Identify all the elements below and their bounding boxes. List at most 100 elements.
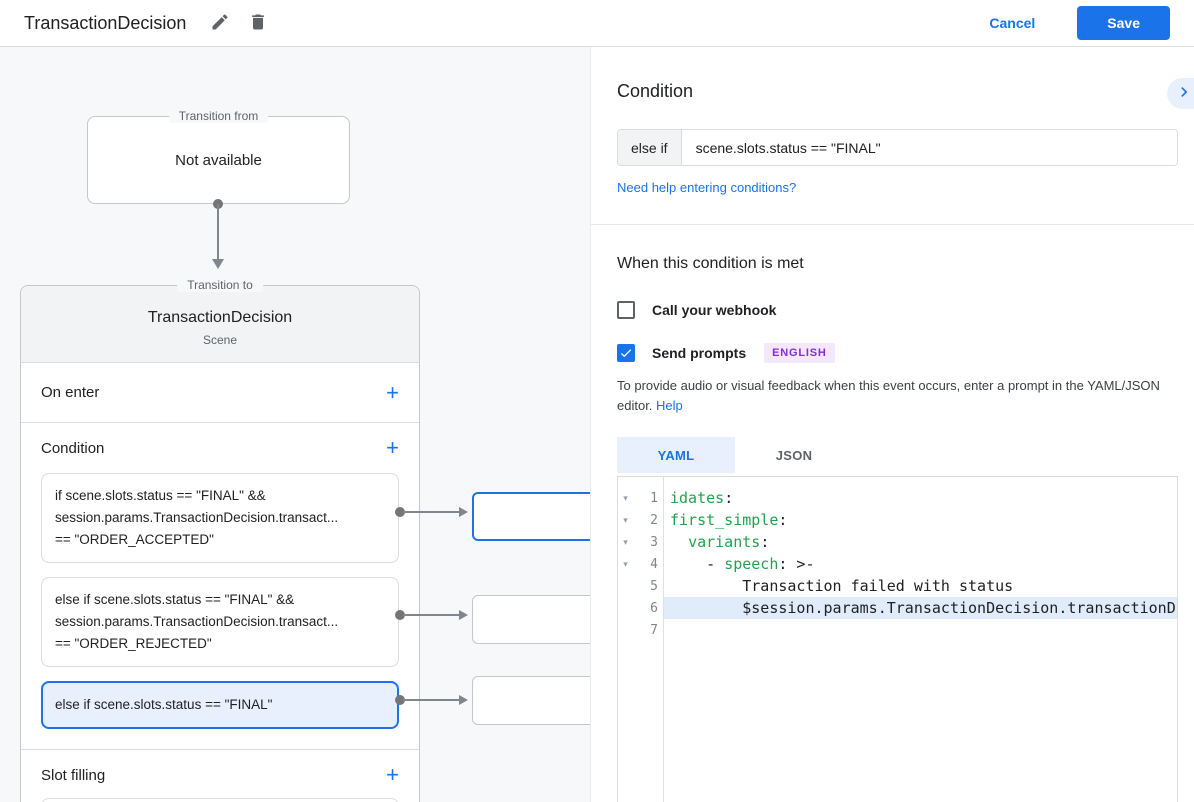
connector-dot: [395, 610, 405, 620]
line-number: 4: [650, 556, 658, 572]
condition-card-list: if scene.slots.status == "FINAL" &&sessi…: [21, 473, 419, 729]
gutter-row: 7: [618, 619, 663, 641]
condition-text-line: else if scene.slots.status == "FINAL" &&: [55, 592, 295, 607]
code-segment: [670, 533, 688, 551]
send-prompts-row: Send prompts ENGLISH: [617, 343, 1178, 363]
connector-dot: [395, 507, 405, 517]
code-line[interactable]: first_simple:: [664, 509, 1177, 531]
tab-yaml[interactable]: YAML: [617, 437, 735, 473]
line-number: 1: [650, 490, 658, 506]
check-icon: [620, 349, 632, 358]
page-title: TransactionDecision: [24, 12, 187, 33]
code-segment: $session.params.TransactionDecision.tran…: [670, 599, 1176, 617]
webhook-checkbox[interactable]: [617, 301, 635, 319]
code-segment: Transaction failed with status: [670, 577, 1014, 595]
code-segment: :: [778, 511, 788, 529]
send-prompts-label: Send prompts: [652, 345, 747, 361]
arrowhead-down-icon: [212, 259, 224, 269]
tab-json[interactable]: JSON: [775, 447, 813, 463]
connector-line: [403, 614, 460, 616]
code-segment: :: [760, 533, 770, 551]
scene-card-header[interactable]: TransactionDecision Scene: [21, 286, 419, 363]
code-line[interactable]: idates:: [664, 487, 1177, 509]
code-line[interactable]: $session.params.TransactionDecision.tran…: [664, 597, 1177, 619]
delete-scene-button[interactable]: [248, 12, 268, 35]
code-segment: :: [724, 489, 734, 507]
send-prompts-checkbox[interactable]: [617, 344, 635, 362]
slot-filling-section-title: Slot filling: [41, 766, 106, 784]
fold-arrow-icon[interactable]: ▾: [623, 558, 628, 569]
panel-title: Condition: [617, 81, 694, 101]
condition-header-section: Condition else if Need help entering con…: [591, 47, 1194, 225]
slot-validation-card[interactable]: Slot validation: [41, 798, 399, 802]
scene-type: Scene: [202, 333, 238, 347]
code-line[interactable]: - speech: >-: [664, 553, 1177, 575]
gutter-row: 5: [618, 575, 663, 597]
gutter-row: ▾2: [618, 509, 663, 531]
target-scene-box[interactable]: [472, 676, 590, 725]
fold-arrow-icon[interactable]: ▾: [623, 492, 628, 503]
add-on-enter-button[interactable]: +: [386, 379, 399, 405]
fold-arrow-icon[interactable]: ▾: [623, 514, 628, 525]
code-line[interactable]: [664, 619, 1177, 641]
main-content: Transition from Not available Transition…: [0, 47, 1194, 802]
slot-filling-section: Slot filling + Slot validation: [21, 750, 419, 802]
transition-to-label: Transition to: [177, 278, 263, 292]
code-segment: speech: [724, 555, 779, 573]
condition-text-line: == "ORDER_ACCEPTED": [55, 532, 214, 547]
code-line[interactable]: Transaction failed with status: [664, 575, 1177, 597]
condition-text-line: if scene.slots.status == "FINAL" &&: [55, 488, 266, 503]
scene-name: TransactionDecision: [147, 309, 293, 326]
slot-card-list: Slot validation: [21, 798, 419, 802]
condition-input-group: else if: [617, 129, 1178, 166]
fold-arrow-icon[interactable]: ▾: [623, 536, 628, 547]
gutter-row: ▾3: [618, 531, 663, 553]
code-segment: idates: [670, 489, 725, 507]
gutter-row: ▾1: [618, 487, 663, 509]
transition-from-value: Not available: [175, 151, 262, 169]
line-number: 2: [650, 512, 658, 528]
condition-section-title: Condition: [41, 439, 105, 457]
condition-expression-input[interactable]: [681, 130, 1177, 165]
target-scene-box[interactable]: [472, 492, 590, 541]
cancel-button[interactable]: Cancel: [989, 15, 1036, 31]
scene-card: Transition to TransactionDecision Scene …: [20, 278, 420, 802]
connector-line: [403, 511, 460, 513]
when-condition-met-section: When this condition is met Call your web…: [591, 225, 1194, 802]
transition-from-box[interactable]: Transition from Not available: [87, 109, 350, 204]
help-link[interactable]: Help: [656, 398, 683, 413]
code-segment: : >-: [778, 555, 815, 573]
condition-card[interactable]: else if scene.slots.status == "FINAL": [41, 681, 399, 729]
condition-operator-label: else if: [618, 130, 682, 165]
condition-card[interactable]: else if scene.slots.status == "FINAL" &&…: [41, 577, 399, 667]
line-number: 7: [650, 622, 658, 638]
condition-section: Condition + if scene.slots.status == "FI…: [21, 423, 419, 750]
connector-line: [217, 204, 219, 259]
save-button[interactable]: Save: [1077, 6, 1170, 40]
trash-icon: [248, 12, 268, 35]
webhook-row: Call your webhook: [617, 301, 1178, 319]
code-segment: first_simple: [670, 511, 779, 529]
editor-code-area[interactable]: idates:first_simple: variants: - speech:…: [664, 477, 1177, 802]
target-scene-box[interactable]: [472, 595, 590, 644]
connector-line: [403, 699, 460, 701]
on-enter-title: On enter: [41, 384, 100, 401]
gutter-row: ▾4: [618, 553, 663, 575]
code-line[interactable]: variants:: [664, 531, 1177, 553]
add-condition-button[interactable]: +: [386, 435, 399, 460]
add-slot-button[interactable]: +: [386, 762, 399, 787]
edit-title-button[interactable]: [210, 12, 230, 35]
code-segment: -: [670, 555, 725, 573]
arrowhead-right-icon: [459, 695, 468, 705]
connector-dot: [395, 695, 405, 705]
conditions-help-link[interactable]: Need help entering conditions?: [617, 180, 797, 195]
line-number: 3: [650, 534, 658, 550]
arrowhead-right-icon: [459, 610, 468, 620]
editor-tabs: YAML JSON: [617, 437, 1178, 473]
condition-card[interactable]: if scene.slots.status == "FINAL" &&sessi…: [41, 473, 399, 563]
language-badge: ENGLISH: [764, 343, 835, 363]
collapse-panel-button[interactable]: [1167, 78, 1194, 109]
code-segment: variants: [688, 533, 761, 551]
